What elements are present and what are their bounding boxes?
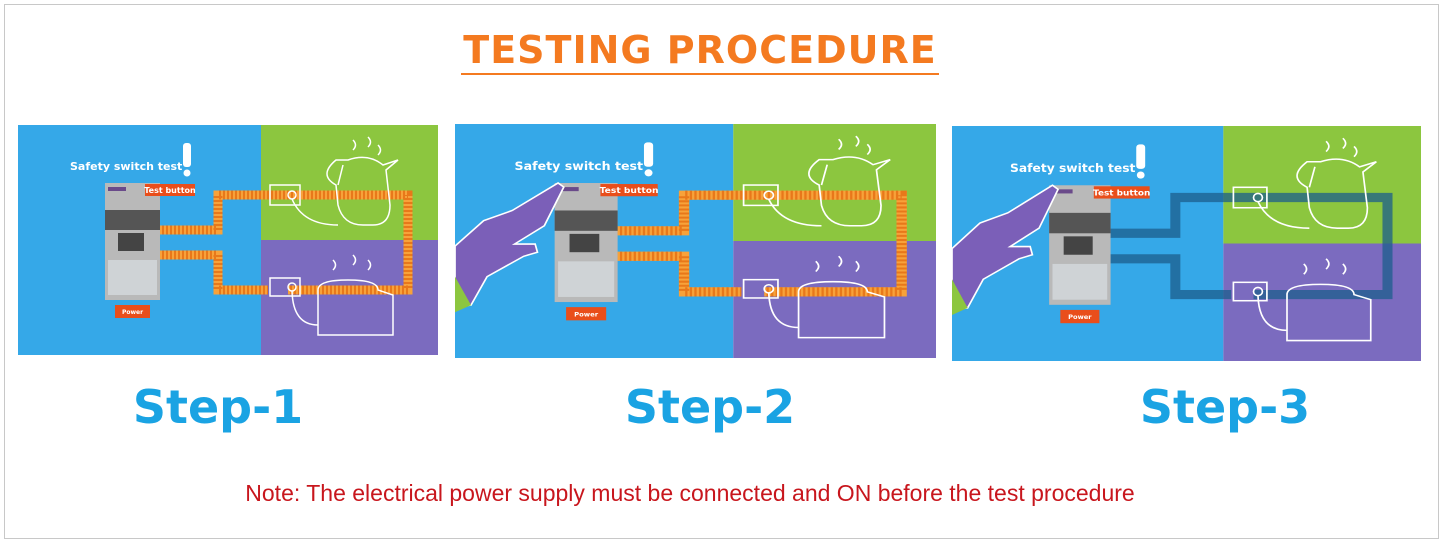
power-outlet-icon <box>742 278 779 299</box>
power-outlet-icon <box>1232 281 1268 302</box>
step-3-label: Step-3 <box>1139 380 1311 434</box>
circuit-breaker-icon <box>554 183 618 303</box>
power-label: Power <box>574 311 599 319</box>
power-outlet-icon <box>269 277 301 297</box>
exclamation-icon <box>183 143 191 167</box>
test-button-badge <box>600 184 658 197</box>
test-button-badge <box>145 184 195 196</box>
kettle-icon <box>1296 158 1377 229</box>
wiring <box>1108 192 1393 300</box>
circuit-breaker-icon <box>1049 185 1111 305</box>
test-button-label: Test button <box>144 186 196 195</box>
step-1-panel: Safety switch test Test button Power <box>18 125 438 355</box>
note-text: Note: The electrical power supply must b… <box>245 480 1135 506</box>
toaster-icon <box>1286 283 1372 342</box>
hand-pressing-icon <box>455 182 565 313</box>
title-text: TESTING PROCEDURE <box>461 28 939 75</box>
safety-switch-heading: Safety switch test <box>70 160 182 173</box>
toaster-icon <box>797 280 886 339</box>
exclamation-icon <box>1136 144 1146 169</box>
infographic-frame <box>4 4 1439 539</box>
step-2-label: Step-2 <box>624 380 796 434</box>
test-button-label: Test button <box>600 187 659 196</box>
step-3-panel: Safety switch test Test button Power <box>952 126 1421 361</box>
safety-switch-heading: Safety switch test <box>515 159 644 172</box>
kettle-icon <box>808 156 891 227</box>
power-outlet-icon <box>742 184 779 207</box>
safety-switch-heading: Safety switch test <box>1010 161 1136 174</box>
power-label: Power <box>122 309 143 316</box>
power-badge <box>566 307 607 321</box>
power-badge <box>115 305 150 318</box>
hand-pressing-icon <box>952 184 1060 316</box>
page-title: TESTING PROCEDURE <box>0 28 1400 75</box>
step-1-label: Step-1 <box>132 380 304 434</box>
exclamation-icon <box>643 142 654 167</box>
power-outlet-icon <box>1232 186 1268 209</box>
test-button-label: Test button <box>1093 189 1150 199</box>
test-button-badge <box>1093 186 1150 199</box>
kettle-icon <box>326 156 399 226</box>
circuit-breaker-icon <box>105 183 160 300</box>
toaster-icon <box>317 279 394 336</box>
power-label: Power <box>1068 313 1092 321</box>
power-badge <box>1060 309 1100 324</box>
power-outlet-icon <box>269 184 301 206</box>
step-2-panel: Safety switch test Test button Power <box>455 124 936 358</box>
